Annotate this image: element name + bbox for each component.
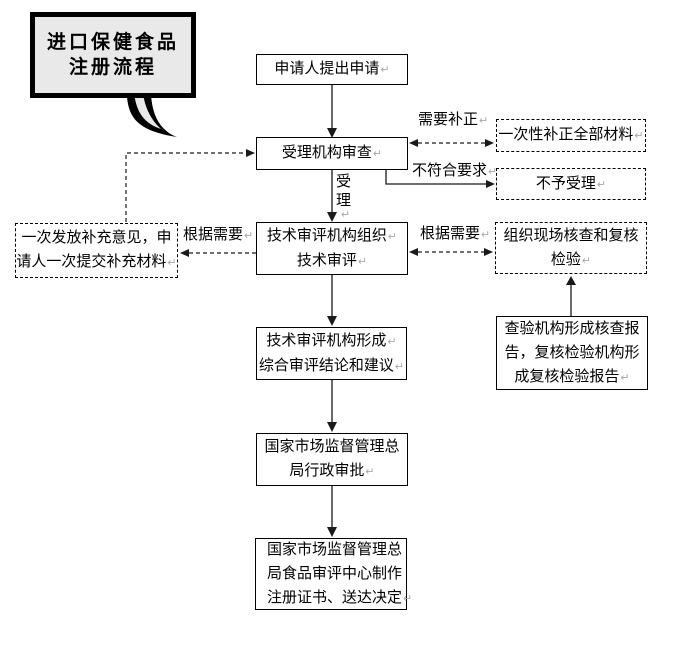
node-text: 技术审评机构组织	[266, 226, 387, 244]
node-text: 不予受理	[535, 174, 596, 192]
arrowhead-left-accept	[409, 139, 418, 147]
node-text: 申请人提出申请	[274, 60, 380, 77]
node-acceptance-review: 受理机构审查↵	[256, 137, 408, 170]
return-mark: ↵	[357, 255, 368, 268]
node-text: 检验	[550, 250, 581, 268]
arrowhead-right-into-accept	[246, 149, 255, 157]
arrowhead-left-tech	[409, 248, 418, 256]
arrowhead-right-correction	[485, 139, 494, 147]
node-technical-review: 技术审评机构组织↵ 技术审评↵	[256, 222, 408, 275]
return-mark: ↵	[581, 254, 592, 267]
arrowhead-down-approval	[327, 422, 337, 432]
node-administrative-approval: 国家市场监督管理总 局行政审批↵	[256, 433, 408, 486]
return-mark: ↵	[394, 360, 405, 373]
node-applicant-submits: 申请人提出申请↵	[256, 54, 408, 85]
title-line-1: 进口保健食品	[46, 32, 179, 53]
arrowhead-right-onsite	[484, 248, 493, 256]
node-text: 技术审评	[296, 251, 357, 269]
node-text: 技术审评机构形成	[266, 331, 387, 349]
return-mark: ↵	[341, 209, 351, 221]
label-need-correction: 需要补正↵	[418, 111, 489, 128]
node-text: 组织现场核查和复核	[503, 226, 639, 244]
label-as-needed-left: 根据需要↵	[183, 226, 254, 243]
node-text: 一次发放补充意见，申	[21, 229, 172, 246]
node-text: 局行政审批	[289, 462, 365, 479]
node-text: 请人一次提交补充材料	[16, 253, 167, 270]
arrowhead-down-conclusion	[327, 316, 337, 326]
bubble-tail-outline	[127, 94, 177, 137]
return-mark: ↵	[596, 178, 607, 191]
arrowhead-down-tech	[327, 212, 337, 222]
node-text: 国家市场监督管理总	[267, 540, 403, 558]
node-onetime-correction: 一次性补正全部材料↵	[496, 119, 646, 152]
node-review-conclusion: 技术审评机构形成↵ 综合审评结论和建议↵	[256, 327, 407, 380]
node-onsite-verification: 组织现场核查和复核 检验↵	[495, 222, 647, 274]
return-mark: ↵	[372, 148, 383, 160]
dashed-supplement-to-accept	[125, 152, 246, 222]
return-mark: ↵	[380, 64, 390, 76]
node-certificate-issuance: 国家市场监督管理总 局食品审评中心制作 注册证书、送达决定↵	[255, 538, 412, 610]
arrowhead-up-onsite	[566, 276, 576, 285]
return-mark: ↵	[403, 592, 413, 605]
node-text: 一次性补正全部材料	[498, 126, 634, 143]
title-speech-bubble: 进口保健食品 注册流程	[30, 12, 196, 98]
node-text: 查验机构形成核查报	[504, 319, 640, 337]
return-mark: ↵	[387, 230, 398, 243]
return-mark: ↵	[365, 466, 375, 478]
label-not-qualified: 不符合要求↵	[412, 162, 498, 179]
node-text: 告，复核检验机构形	[504, 343, 640, 361]
return-mark: ↵	[634, 130, 644, 142]
label-accepted: 受理	[335, 173, 351, 209]
return-mark: ↵	[167, 257, 177, 269]
label-as-needed-right: 根据需要↵	[420, 225, 491, 242]
node-text: 局食品审评中心制作	[267, 564, 403, 582]
node-not-accepted: 不予受理↵	[496, 168, 646, 200]
node-text: 综合审评结论和建议	[258, 356, 394, 374]
arrowhead-right-reject	[486, 180, 495, 188]
node-text: 受理机构审查	[281, 144, 372, 161]
node-text: 成复核检验报告	[514, 367, 620, 385]
node-text: 注册证书、送达决定	[267, 588, 403, 606]
node-verification-report: 查验机构形成核查报 告，复核检验机构形 成复核检验报告↵	[496, 316, 648, 390]
return-mark: ↵	[387, 335, 397, 348]
arrowhead-left-supplement	[180, 249, 189, 257]
node-supplement-materials: 一次发放补充意见，申 请人一次提交补充材料↵	[15, 223, 178, 278]
return-mark: ↵	[620, 371, 630, 384]
return-mark: ↵	[481, 229, 491, 241]
arrowhead-down-certificate	[327, 527, 337, 537]
return-mark: ↵	[244, 230, 254, 242]
return-mark: ↵	[479, 115, 489, 127]
title-line-2: 注册流程	[68, 57, 157, 78]
return-mark: ↵	[488, 166, 498, 178]
node-text: 国家市场监督管理总	[264, 438, 400, 455]
